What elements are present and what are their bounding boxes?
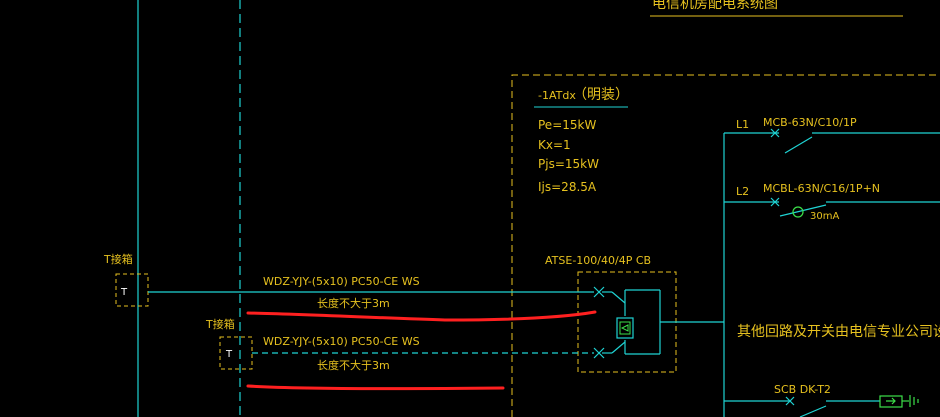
circuit-breaker-spd: SCB DK-T2 [774, 383, 831, 396]
tap-box-2 [219, 336, 253, 370]
panel-pe: Pe=15kW [538, 118, 596, 132]
circuit-breaker-l2: MCBL-63N/C16/1P+N [763, 182, 880, 195]
panel-ijs: Ijs=28.5A [538, 180, 597, 194]
red-markup-1 [246, 310, 597, 322]
red-markup-2 [246, 384, 505, 391]
leakage-icon [792, 206, 804, 218]
panel-kx: Kx=1 [538, 138, 571, 152]
feeder-note-2: 长度不大于3m [317, 358, 390, 372]
tap-box-label-1: T接箱 [103, 252, 133, 266]
other-circuits-note: 其他回路及开关由电信专业公司设计 [737, 324, 940, 340]
feeder-cable-2: WDZ-YJY-(5x10) PC50-CE WS [263, 335, 420, 348]
atse-label: ATSE-100/40/4P CB [545, 254, 651, 267]
circuit-phase-l1: L1 [736, 118, 749, 131]
circuit-phase-l2: L2 [736, 185, 749, 198]
breaker-symbol-l1 [724, 128, 940, 154]
atse-switch-symbol [593, 286, 724, 359]
diagram-title: 电信机房配电系统图 [652, 0, 778, 12]
breaker-symbol-spd [724, 396, 880, 417]
atse-core-icon [619, 321, 631, 335]
feeder-cable-1: WDZ-YJY-(5x10) PC50-CE WS [263, 275, 420, 288]
feeder-note-1: 长度不大于3m [317, 296, 390, 310]
panel-mount: （明装） [573, 87, 629, 103]
panel-name: -1ATdx [538, 89, 576, 102]
panel-pjs: Pjs=15kW [538, 157, 599, 171]
tap-box-label-2: T接箱 [205, 317, 235, 331]
surge-protector-icon [879, 395, 919, 408]
tap-symbol-1: T [120, 287, 128, 298]
tap-box-1 [115, 273, 149, 307]
circuit-breaker-l1: MCB-63N/C10/1P [763, 116, 857, 129]
panel-enclosure [511, 74, 940, 417]
circuit-leak-l2: 30mA [810, 211, 839, 222]
tap-symbol-2: T [225, 349, 233, 360]
